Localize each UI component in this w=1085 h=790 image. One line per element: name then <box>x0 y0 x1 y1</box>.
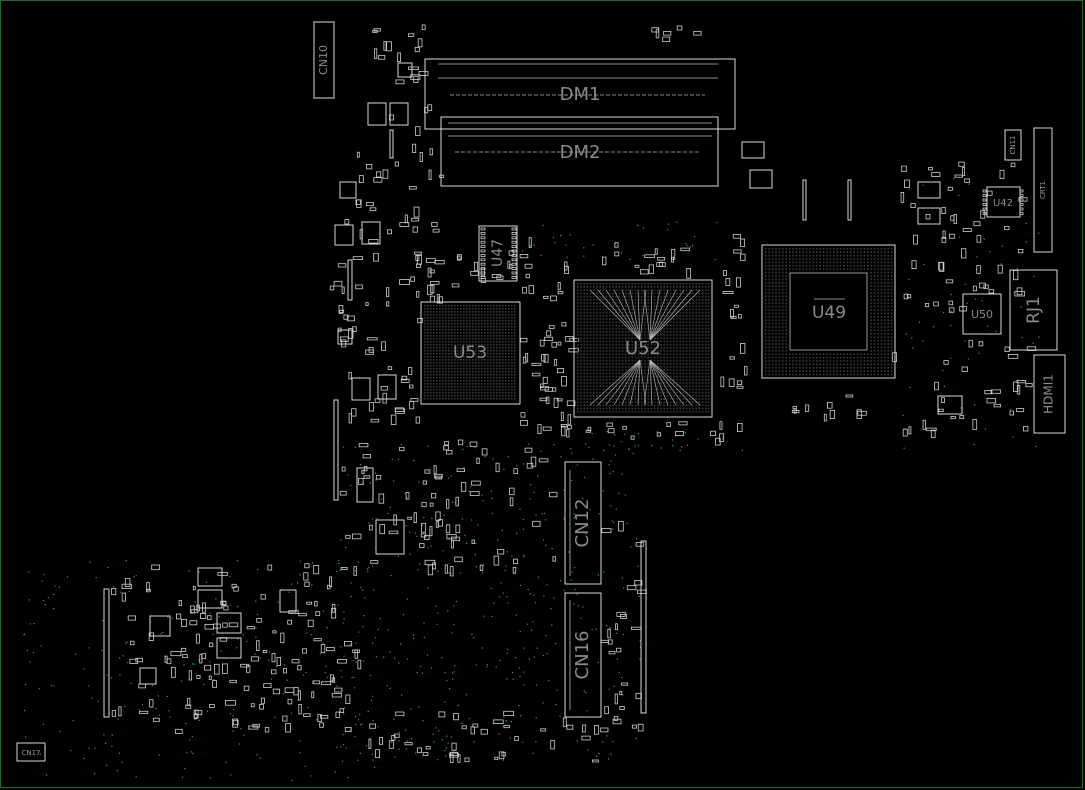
rj1-label: RJ1 <box>1024 296 1044 324</box>
u47-chip[interactable]: U47 <box>478 225 518 282</box>
cn10-label: CN10 <box>317 45 330 75</box>
side-connector-left[interactable] <box>103 588 110 718</box>
passive-components <box>111 24 1037 763</box>
cn12-label: CN12 <box>572 499 593 548</box>
hdmi1-connector[interactable]: HDMI1 <box>1033 354 1066 434</box>
cn16-connector[interactable]: CN16 <box>564 592 602 718</box>
dm1-memory-slot[interactable]: DM1 <box>424 58 736 130</box>
dm2-label: DM2 <box>560 142 601 163</box>
u53-bga-chip[interactable]: U53 <box>420 301 521 405</box>
u47-label: U47 <box>490 239 506 267</box>
crt1-label: CRT1 <box>1039 181 1047 199</box>
u50-label: U50 <box>971 308 993 321</box>
crt1-connector[interactable]: CRT1 <box>1033 127 1053 253</box>
cn17-connector[interactable]: CN17 <box>16 742 46 762</box>
side-connector-north[interactable] <box>347 129 852 301</box>
u50-chip[interactable]: U50 <box>962 293 1002 335</box>
cn11-label: CN11 <box>1009 135 1017 154</box>
u49-bga-chip[interactable]: U49 <box>761 244 896 379</box>
dm1-label: DM1 <box>560 84 601 105</box>
u53-label: U53 <box>453 343 487 363</box>
cn16-label: CN16 <box>572 631 593 680</box>
rj1-connector[interactable]: RJ1 <box>1009 269 1058 351</box>
hdmi1-label: HDMI1 <box>1042 374 1056 414</box>
dm2-memory-slot[interactable]: DM2 <box>440 116 719 187</box>
u52-label: U52 <box>625 338 661 359</box>
u42-label: U42 <box>993 198 1013 209</box>
side-connector-u53[interactable] <box>333 399 339 501</box>
u49-label: U49 <box>812 303 846 323</box>
u42-chip[interactable]: U42 <box>982 186 1024 218</box>
cn11-connector[interactable]: CN11 <box>1004 129 1022 161</box>
u52-bga-chip[interactable]: U52 <box>573 279 713 418</box>
cn12-connector[interactable]: CN12 <box>564 461 602 585</box>
side-connector-mid[interactable] <box>640 540 647 714</box>
cn10-connector[interactable]: CN10 <box>313 21 335 99</box>
cn17-label: CN17 <box>21 749 40 757</box>
